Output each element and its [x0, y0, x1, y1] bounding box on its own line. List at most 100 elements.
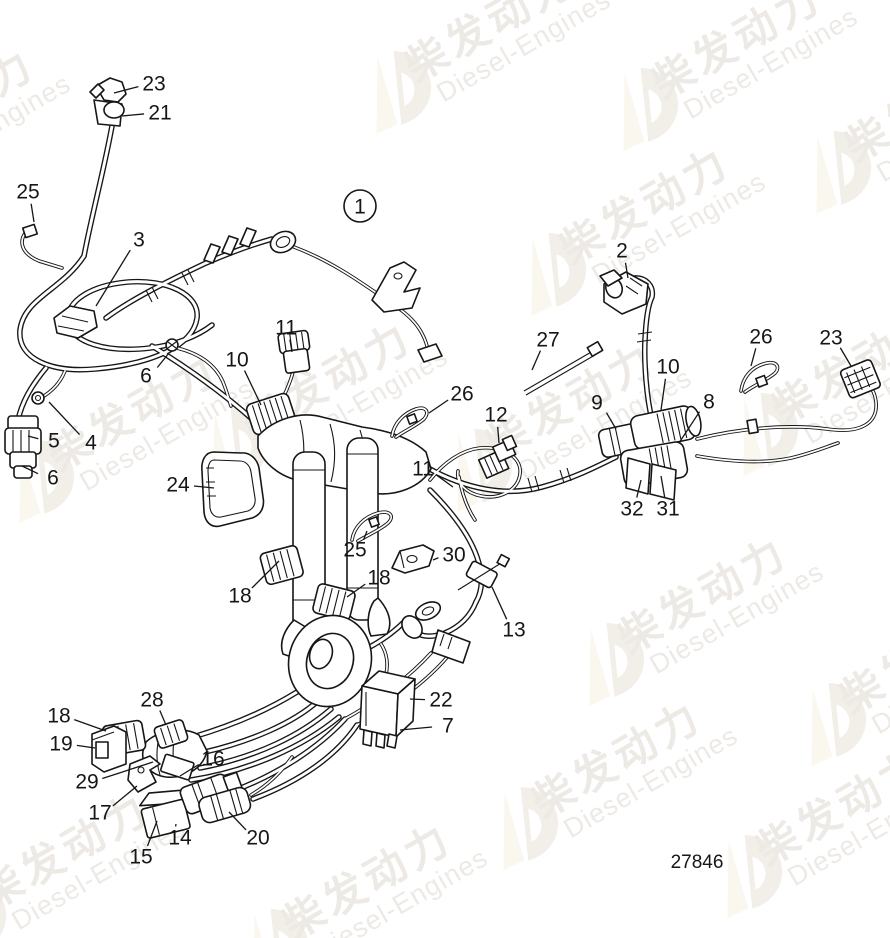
- leader-line: [636, 479, 642, 498]
- bottom-loop: [287, 614, 373, 708]
- watermark-logo-icon: [531, 232, 587, 316]
- connector-32: [625, 457, 651, 495]
- callout-label-14: 14: [168, 827, 192, 850]
- callout-label-3: 3: [133, 229, 145, 252]
- leader-line: [179, 763, 200, 777]
- callout-label-6: 6: [47, 467, 59, 490]
- cable-tie-26-right: [739, 360, 780, 394]
- leader-line: [228, 811, 247, 831]
- callout-label-17: 17: [88, 802, 111, 825]
- callout-label-12: 12: [484, 404, 507, 427]
- leader-line: [399, 726, 433, 731]
- connector-23-right: [746, 359, 881, 435]
- callout-label-2: 2: [616, 240, 628, 263]
- coil-sensor-3: [53, 305, 98, 339]
- leader-line: [346, 583, 366, 598]
- relay-terminals-7: [362, 729, 398, 749]
- leader-line: [750, 348, 757, 367]
- watermark-logo-icon: [811, 682, 867, 766]
- callout-label-25: 25: [343, 539, 366, 562]
- assembly-ref-circle: 1: [343, 189, 377, 223]
- callout-label-24: 24: [166, 474, 190, 497]
- elbow-connector: [401, 601, 471, 664]
- drawing-part-number: 27846: [671, 852, 724, 873]
- sensor-connector-5-6: [4, 415, 42, 479]
- callout-label-15: 15: [129, 846, 152, 869]
- callout-label-4: 4: [85, 432, 97, 455]
- screw-terminal-6-upper: [165, 338, 179, 352]
- leader-line: [436, 474, 454, 488]
- callout-label-29: 29: [75, 771, 98, 794]
- callout-label-13: 13: [502, 619, 525, 642]
- connector-12: [477, 434, 518, 479]
- callout-label-16: 16: [201, 748, 224, 771]
- leader-line: [839, 347, 852, 367]
- leader-line: [605, 412, 617, 430]
- cable-tie-27: [523, 340, 604, 396]
- callout-label-18: 18: [367, 567, 390, 590]
- leader-line: [102, 761, 154, 780]
- watermark-logo-icon: [623, 67, 679, 151]
- watermark-logo-icon: [727, 834, 783, 918]
- watermark-logo-icon: [743, 392, 799, 476]
- callout-label-10: 10: [656, 356, 679, 379]
- callout-label-22: 22: [429, 689, 452, 712]
- knurl-28: [153, 719, 189, 749]
- callout-label-26: 26: [749, 326, 772, 349]
- assembly-ref-label: 1: [354, 196, 366, 219]
- callout-label-31: 31: [656, 498, 679, 521]
- connector-2-elbow: [599, 269, 653, 343]
- callout-label-18: 18: [228, 585, 251, 608]
- callout-label-5: 5: [48, 430, 60, 453]
- relay-22: [359, 670, 416, 738]
- connector-24: [201, 451, 265, 528]
- cable-tie-25-mid: [350, 510, 393, 543]
- clip-connector-23-21: [89, 77, 127, 127]
- watermark-logo-icon: [816, 130, 872, 214]
- leader-line: [159, 710, 167, 726]
- leader-line: [432, 557, 439, 561]
- mounting-bracket-top: [371, 261, 443, 363]
- leader-line: [497, 426, 500, 444]
- callout-label-7: 7: [442, 715, 454, 738]
- knurled-connector-18a: [259, 544, 304, 586]
- leader-line: [428, 399, 449, 414]
- tape-bands: [527, 467, 572, 493]
- branch-16: [159, 753, 195, 781]
- callout-label-11: 11: [412, 458, 434, 481]
- callout-label-9: 9: [591, 392, 603, 415]
- leader-line: [30, 203, 35, 223]
- callout-label-11: 11: [275, 317, 297, 340]
- leader-line: [531, 350, 542, 371]
- ring-terminal-4: [31, 391, 45, 405]
- leader-line: [624, 262, 629, 279]
- connector-20: [198, 786, 252, 824]
- leader-line: [95, 249, 131, 307]
- callout-label-23: 23: [142, 73, 165, 96]
- injector-rail-connectors: [145, 227, 297, 303]
- callout-label-10: 10: [225, 349, 248, 372]
- leader-line: [491, 586, 508, 620]
- leader-line: [289, 339, 293, 353]
- callout-label-21: 21: [148, 102, 171, 125]
- callout-label-6: 6: [140, 365, 152, 388]
- leader-line: [660, 475, 666, 498]
- leader-line: [251, 560, 280, 589]
- leader-line: [193, 485, 215, 489]
- cable-tie-26-mid: [390, 406, 429, 439]
- leader-line: [409, 698, 426, 701]
- leader-line: [113, 86, 139, 94]
- leader-line: [678, 411, 701, 444]
- leader-line: [243, 370, 262, 406]
- leader-line: [76, 744, 96, 749]
- callout-label-28: 28: [140, 689, 163, 712]
- leader-line: [27, 435, 39, 440]
- junction-body: [257, 414, 432, 495]
- clamp-13: [457, 553, 511, 591]
- callout-label-26: 26: [450, 383, 473, 406]
- callout-label-8: 8: [703, 391, 715, 414]
- callout-label-18: 18: [47, 705, 70, 728]
